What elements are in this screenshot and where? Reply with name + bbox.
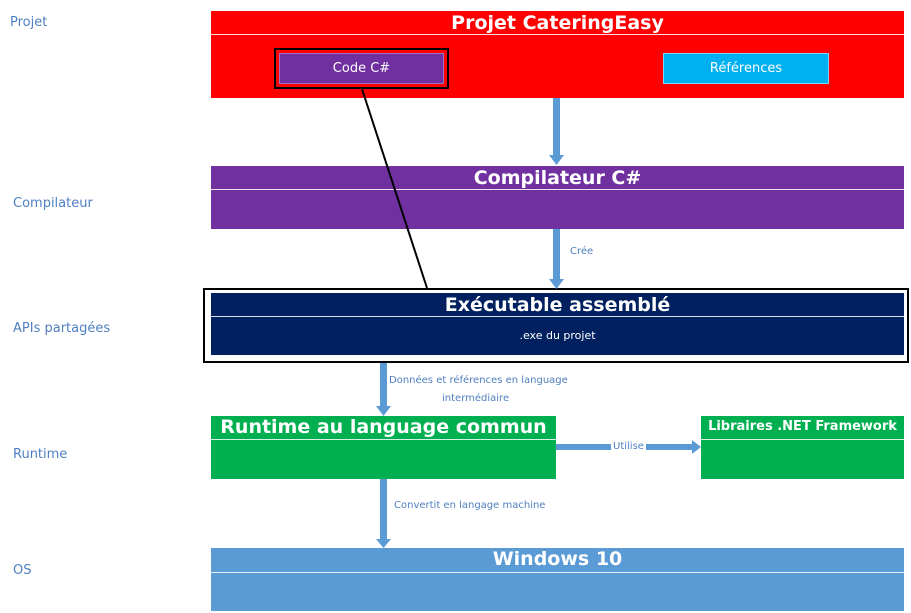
code-box-outline: [274, 48, 449, 89]
os-title: Windows 10: [492, 548, 623, 570]
convertit-note: Convertit en langage machine: [394, 500, 546, 511]
executable-band: Exécutable assemblé .exe du projet: [211, 293, 904, 355]
compilateur-divider: [211, 189, 904, 190]
compilateur-title: Compilateur C#: [473, 167, 642, 189]
projet-title: Projet CateringEasy: [451, 12, 664, 34]
cree-note: Crée: [570, 246, 594, 257]
os-divider: [211, 572, 904, 573]
compilateur-band: Compilateur C#: [211, 166, 904, 229]
references-box[interactable]: Références: [663, 53, 829, 84]
side-label-apis: APIs partagées: [13, 321, 111, 336]
executable-subtitle: .exe du projet: [519, 329, 596, 342]
libraires-title: Libraires .NET Framework: [708, 419, 897, 434]
code-csharp-box[interactable]: Code C#: [279, 53, 444, 84]
side-label-compilateur: Compilateur: [13, 196, 93, 211]
executable-outline: [203, 288, 909, 363]
arrow-compilateur-to-executable: [549, 229, 564, 289]
projet-divider: [211, 34, 904, 35]
runtime-band: Runtime au language commun: [211, 416, 556, 479]
runtime-divider: [211, 439, 556, 440]
libraires-divider: [701, 439, 904, 440]
side-label-projet: Projet: [10, 15, 48, 30]
executable-divider: [211, 316, 904, 317]
utilise-text: Utilise: [613, 441, 644, 452]
arrow-projet-to-compilateur: [549, 98, 564, 165]
arrow-executable-to-runtime: [376, 363, 391, 416]
libraires-band: Libraires .NET Framework: [701, 416, 904, 479]
side-label-os: OS: [13, 563, 32, 578]
side-label-runtime: Runtime: [13, 447, 68, 462]
arrow-runtime-to-os: [376, 479, 391, 548]
executable-title: Exécutable assemblé: [444, 294, 671, 316]
donnees-note-line1: Données et références en language: [389, 375, 568, 386]
donnees-note-line2: intermédiaire: [442, 393, 510, 404]
utilise-label: Utilise: [611, 440, 646, 454]
os-band: Windows 10: [211, 548, 904, 611]
runtime-title: Runtime au language commun: [220, 416, 547, 438]
